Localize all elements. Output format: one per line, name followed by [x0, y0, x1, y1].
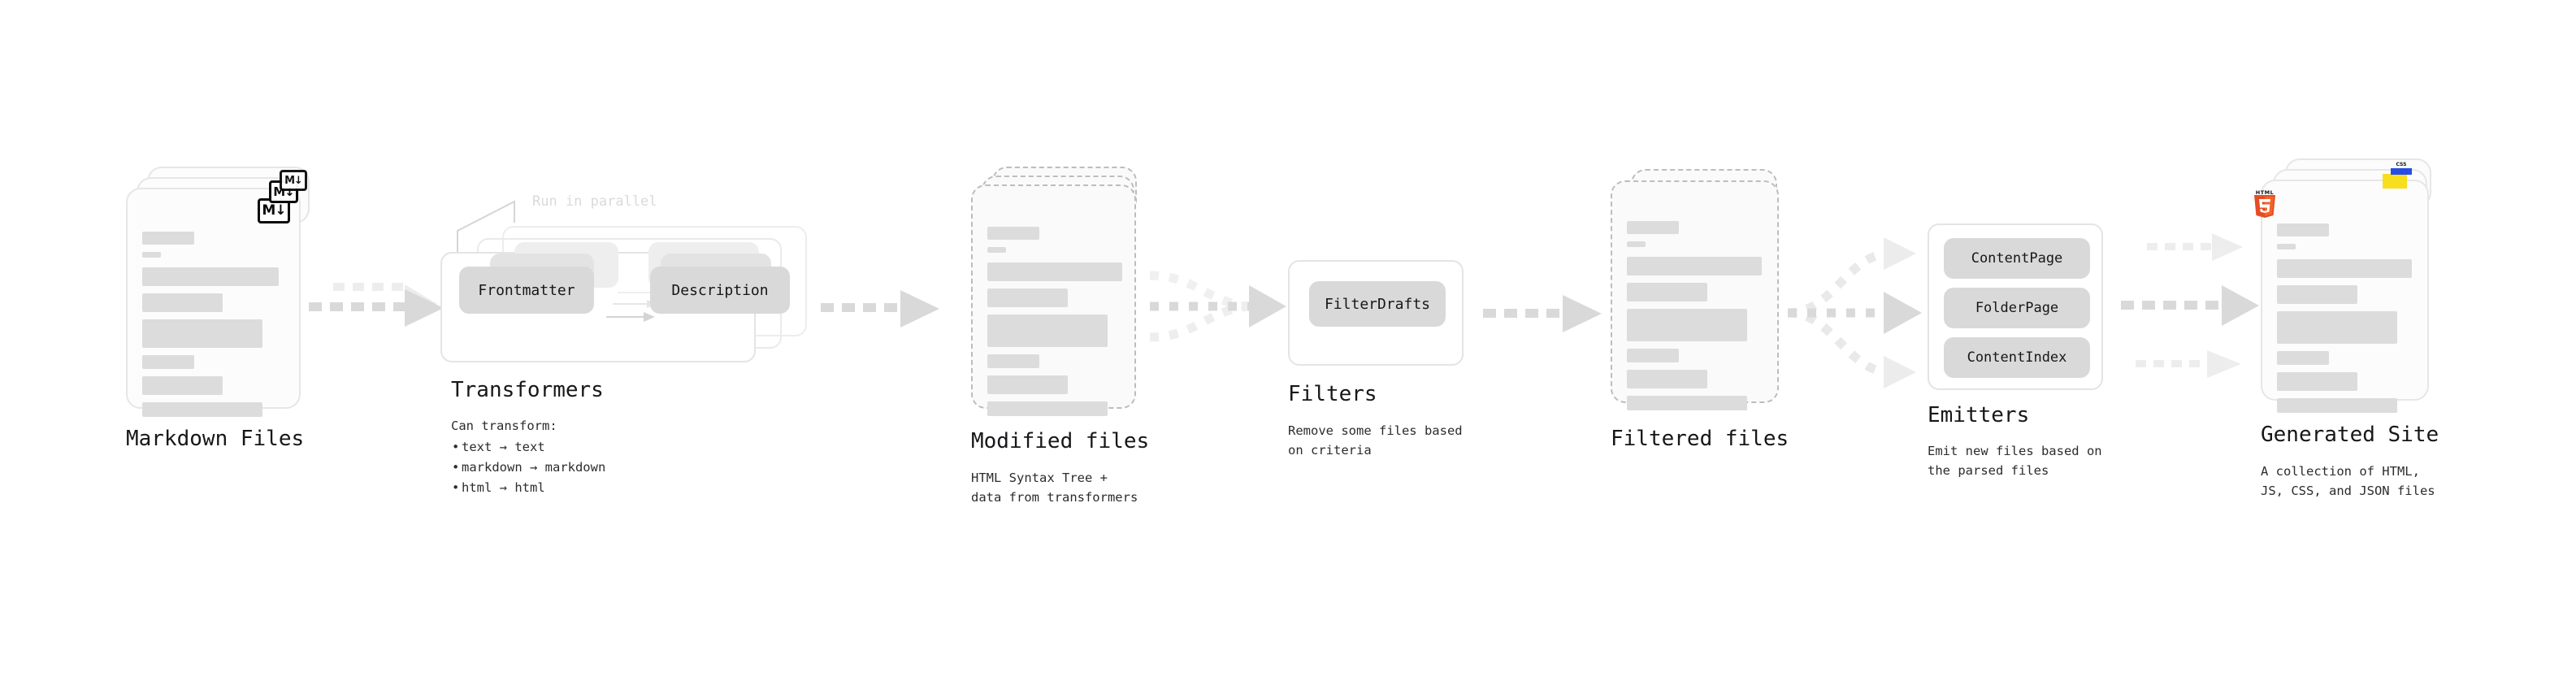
file-sheet-front — [971, 184, 1136, 416]
file-sheet-front — [1611, 180, 1779, 410]
connector-filters-to-filtered — [1483, 295, 1602, 332]
emitter-content-index-pill[interactable]: ContentIndex — [1944, 337, 2090, 378]
emitters-group-box: ContentPage FolderPage ContentIndex — [1928, 223, 2103, 390]
transformers-bullet-1: markdown → markdown — [451, 458, 605, 478]
generated-site-title: Generated Site — [2261, 423, 2439, 447]
file-content-lines — [1627, 221, 1767, 418]
generated-site-description: A collection of HTML, JS, CSS, and JSON … — [2261, 464, 2435, 499]
file-sheet-front: M↓ — [126, 188, 301, 417]
filters-title: Filters — [1288, 382, 1377, 406]
js-icon — [2383, 174, 2407, 189]
transformers-description: Can transform: text → text markdown → ma… — [451, 416, 605, 499]
modified-files-title: Modified files — [971, 429, 1150, 453]
filters-group-box: FilterDrafts — [1288, 260, 1464, 366]
filter-drafts-pill[interactable]: FilterDrafts — [1309, 281, 1446, 327]
transformers-bullet-2: html → html — [451, 478, 605, 498]
connector-markdown-to-transformers — [309, 283, 444, 327]
transformer-description-pill[interactable]: Description — [650, 267, 790, 314]
css3-icon: CSS — [2391, 162, 2412, 175]
emitters-title: Emitters — [1928, 403, 2030, 427]
markdown-icon-back: M↓ — [280, 170, 307, 191]
emitters-description: Emit new files based on the parsed files — [1928, 444, 2102, 479]
generated-site-stack: HTML CSS — [2254, 158, 2431, 413]
connector-transformers-to-modified — [821, 290, 939, 327]
markdown-files-title: Markdown Files — [126, 427, 305, 451]
emitter-folder-page-pill[interactable]: FolderPage — [1944, 288, 2090, 328]
transformer-frontmatter-pill[interactable]: Frontmatter — [459, 267, 594, 314]
filtered-files-title: Filtered files — [1611, 427, 1789, 451]
html5-icon: HTML — [2253, 189, 2277, 218]
html5-icon-label: HTML — [2255, 189, 2275, 196]
transformers-bullet-0: text → text — [451, 437, 605, 458]
filters-description: Remove some files based on criteria — [1288, 423, 1463, 458]
file-content-lines — [142, 232, 290, 424]
run-in-parallel-label: Run in parallel — [532, 193, 657, 210]
connector-emitters-to-site — [2121, 233, 2259, 378]
transformers-description-heading: Can transform: — [451, 419, 557, 433]
file-content-lines — [987, 227, 1125, 423]
css3-icon-label: CSS — [2396, 162, 2407, 167]
emitter-content-page-pill[interactable]: ContentPage — [1944, 238, 2090, 279]
file-sheet-html: HTML — [2254, 180, 2429, 413]
file-content-lines — [2277, 223, 2417, 420]
transformers-title: Transformers — [451, 378, 604, 402]
modified-files-description: HTML Syntax Tree + data from transformer… — [971, 471, 1138, 505]
